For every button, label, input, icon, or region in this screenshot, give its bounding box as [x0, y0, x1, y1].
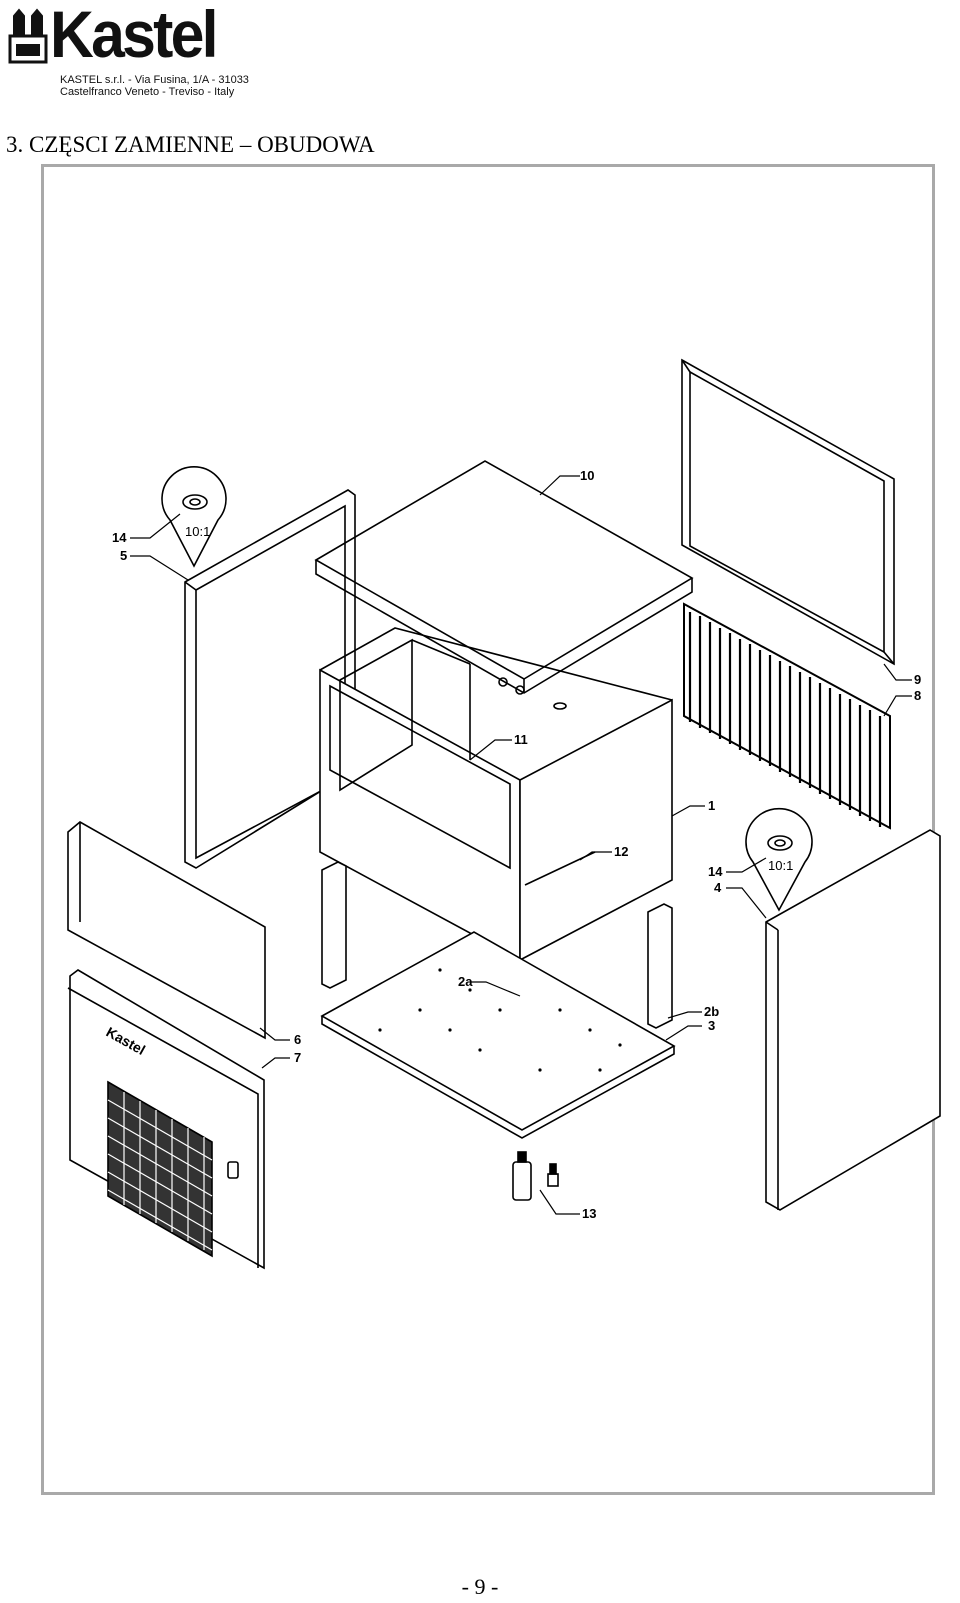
callout-4: 4	[714, 880, 722, 895]
kastel-logo: Kastel KASTEL s.r.l. - Via Fusina, 1/A -…	[6, 0, 249, 102]
back-panel	[681, 358, 895, 666]
callout-11: 11	[514, 732, 528, 747]
callout-6: 6	[294, 1032, 301, 1047]
address-line-2: Castelfranco Veneto - Treviso - Italy	[60, 86, 235, 98]
callout-3: 3	[708, 1018, 715, 1033]
section-title: 3. CZĘSCI ZAMIENNE – OBUDOWA	[6, 132, 375, 157]
top-cover	[314, 460, 694, 694]
callout-9: 9	[914, 672, 921, 687]
callout-2a: 2a	[458, 974, 473, 989]
callout-7: 7	[294, 1050, 301, 1065]
callout-1: 1	[708, 798, 715, 813]
right-side-panel	[765, 829, 941, 1211]
callout-5: 5	[120, 548, 127, 563]
front-grille-panel: Kastel	[67, 969, 265, 1270]
zoom-bubble-left: 10:1	[161, 466, 227, 568]
callout-12: 12	[614, 844, 628, 859]
condenser-grille	[683, 602, 891, 830]
base-plate	[320, 931, 676, 1139]
front-upper-panel	[67, 821, 266, 1040]
callout-2b: 2b	[704, 1004, 719, 1019]
leader-lines	[130, 475, 912, 1215]
diagram-frame	[41, 164, 935, 1495]
callout-labels: 10 14 5 9 8 11 1 12 14 4 6 7 2a 2b 3 13	[112, 468, 921, 1221]
feet	[512, 1151, 559, 1201]
callout-13: 13	[582, 1206, 596, 1221]
callout-14-right: 14	[708, 864, 723, 879]
callout-8: 8	[914, 688, 921, 703]
zoom-bubble-right: 10:1	[745, 807, 813, 912]
cabinet-body	[319, 627, 673, 962]
kastel-logo-icon	[8, 8, 48, 64]
callout-10: 10	[580, 468, 594, 483]
callout-14-left: 14	[112, 530, 127, 545]
zoom-label-left: 10:1	[185, 524, 210, 539]
page-header: Kastel KASTEL s.r.l. - Via Fusina, 1/A -…	[0, 0, 960, 110]
brand-name: Kastel	[50, 0, 218, 71]
address-line-1: KASTEL s.r.l. - Via Fusina, 1/A - 31033	[60, 74, 249, 86]
zoom-label-right: 10:1	[768, 858, 793, 873]
page-number: - 9 -	[461, 1574, 499, 1599]
